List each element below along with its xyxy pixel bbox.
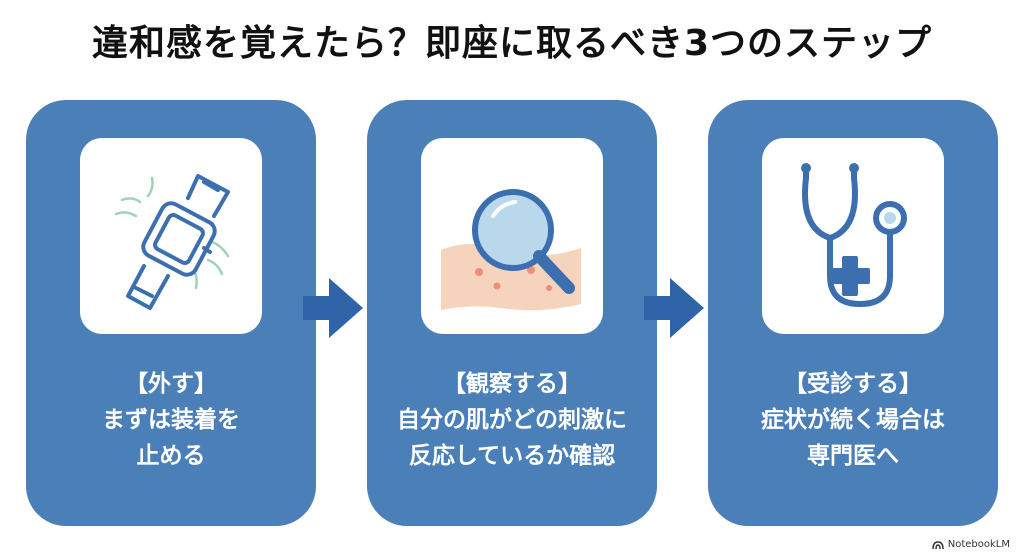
right-arrow-icon bbox=[644, 278, 704, 338]
step-image-frame bbox=[80, 138, 262, 334]
step-image-frame bbox=[762, 138, 944, 334]
step-line: 専門医へ bbox=[807, 443, 899, 469]
brand-footer: NotebookLM bbox=[932, 539, 1010, 550]
notebooklm-logo-icon bbox=[932, 540, 944, 549]
step-line: 反応しているか確認 bbox=[408, 443, 616, 469]
smartwatch-icon bbox=[114, 174, 230, 310]
step-heading: 【観察する】 bbox=[443, 371, 581, 397]
stethoscope-icon bbox=[801, 163, 907, 307]
step-line: 止める bbox=[136, 443, 206, 469]
step-line: 症状が続く場合は bbox=[761, 407, 945, 433]
step-image-frame bbox=[421, 138, 603, 334]
step-line: 自分の肌がどの刺激に bbox=[397, 407, 627, 433]
step-heading: 【受診する】 bbox=[784, 371, 922, 397]
magnifier-skin-icon bbox=[441, 189, 581, 311]
step-card-remove: 【外す】 まずは装着を 止める bbox=[26, 100, 316, 526]
step-card-observe: 【観察する】 自分の肌がどの刺激に 反応しているか確認 bbox=[367, 100, 657, 526]
page-title: 違和感を覚えたら？即座に取るべき3つのステップ bbox=[91, 23, 933, 64]
brand-label: NotebookLM bbox=[947, 539, 1010, 550]
step-card-consult: 【受診する】 症状が続く場合は 専門医へ bbox=[708, 100, 998, 526]
step-line: まずは装着を bbox=[102, 407, 240, 433]
step-heading: 【外す】 bbox=[125, 371, 217, 397]
right-arrow-icon bbox=[303, 278, 363, 338]
